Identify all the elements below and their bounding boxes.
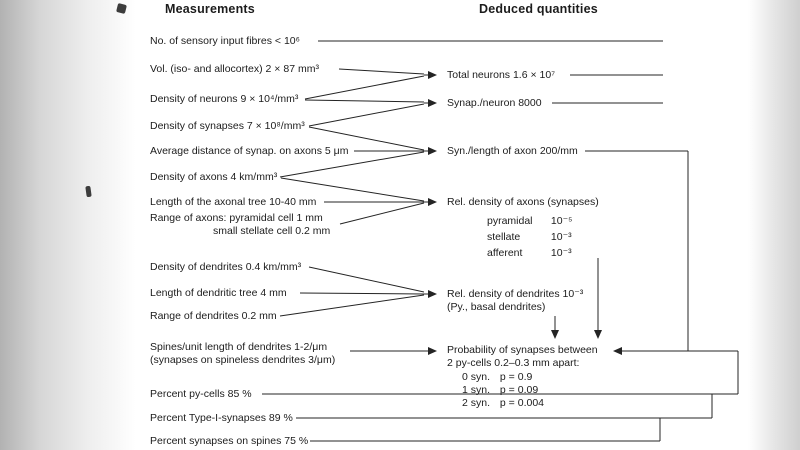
deduced-rel-density-dendrites-note: (Py., basal dendrites) [447, 301, 546, 313]
axon-type-name: stellate [487, 231, 521, 243]
deduced-rel-density-dendrites: Rel. density of dendrites 10⁻³ [447, 288, 584, 300]
feed-lines [279, 68, 425, 317]
measurement-density-axons: Density of axons 4 km/mm³ [150, 171, 278, 183]
deduced-total-neurons: Total neurons 1.6 × 10⁷ [447, 69, 555, 81]
deduced-synapses-per-neuron: Synap./neuron 8000 [447, 97, 542, 109]
measurement-percent-py-cells: Percent py-cells 85 % [150, 388, 252, 400]
axon-type-row-stellate: stellate 10⁻³ [487, 231, 572, 243]
axon-type-name: pyramidal [487, 215, 533, 227]
probability-value: p = 0.9 [499, 371, 533, 383]
probability-value: p = 0.004 [499, 397, 545, 409]
column-header-measurements: Measurements [165, 2, 255, 16]
axon-type-row-pyramidal: pyramidal 10⁻⁵ [487, 215, 573, 227]
trailing-rules [318, 40, 688, 152]
probability-row-0syn: 0 syn. p = 0.9 [462, 371, 532, 383]
measurement-axon-range-line2: small stellate cell 0.2 mm [213, 225, 331, 237]
measurement-axonal-tree-length: Length of the axonal tree 10-40 mm [150, 196, 317, 208]
measurement-spines-per-length-line1: Spines/unit length of dendrites 1-2/μm [150, 341, 328, 353]
probability-value: p = 0.09 [499, 384, 539, 396]
measurement-density-synapses: Density of synapses 7 × 10⁸/mm³ [150, 120, 305, 132]
measurement-sensory-input-fibres: No. of sensory input fibres < 10⁶ [150, 35, 300, 47]
arrowheads [350, 71, 437, 355]
column-header-deduced: Deduced quantities [479, 2, 598, 16]
measurement-cortex-volume: Vol. (iso- and allocortex) 2 × 87 mm³ [150, 63, 319, 75]
deduced-probability-line1: Probability of synapses between [447, 344, 598, 356]
deduced-probability-line2: 2 py-cells 0.2–0.3 mm apart: [447, 357, 580, 369]
measurement-percent-type1-synapses: Percent Type-I-synapses 89 % [150, 412, 293, 424]
deduced-synapses-per-axon-length: Syn./length of axon 200/mm [447, 145, 578, 157]
measurement-spines-per-length-line2: (synapses on spineless dendrites 3/μm) [150, 354, 336, 366]
measurement-avg-synapse-distance: Average distance of synap. on axons 5 μm [150, 145, 349, 157]
probability-name: 0 syn. [462, 371, 491, 383]
measurement-density-dendrites: Density of dendrites 0.4 km/mm³ [150, 261, 302, 273]
deduced-rel-density-axons: Rel. density of axons (synapses) [447, 196, 599, 208]
down-arrows [551, 258, 602, 339]
probability-row-1syn: 1 syn. p = 0.09 [462, 384, 538, 396]
axon-type-value: 10⁻⁵ [550, 215, 573, 227]
right-margin-connectors [262, 151, 739, 442]
axon-type-value: 10⁻³ [550, 231, 572, 243]
measurement-percent-synapses-on-spines: Percent synapses on spines 75 % [150, 435, 309, 447]
measurement-dendrite-range: Range of dendrites 0.2 mm [150, 310, 277, 322]
measurement-dendritic-tree-length: Length of dendritic tree 4 mm [150, 287, 287, 299]
measurement-axon-range-line1: Range of axons: pyramidal cell 1 mm [150, 212, 323, 224]
axon-type-name: afferent [487, 247, 523, 259]
measurement-density-neurons: Density of neurons 9 × 10⁴/mm³ [150, 93, 299, 105]
axon-type-row-afferent: afferent 10⁻³ [487, 247, 572, 259]
probability-row-2syn: 2 syn. p = 0.004 [462, 397, 544, 409]
probability-name: 2 syn. [462, 397, 491, 409]
probability-name: 1 syn. [462, 384, 491, 396]
axon-type-value: 10⁻³ [550, 247, 572, 259]
